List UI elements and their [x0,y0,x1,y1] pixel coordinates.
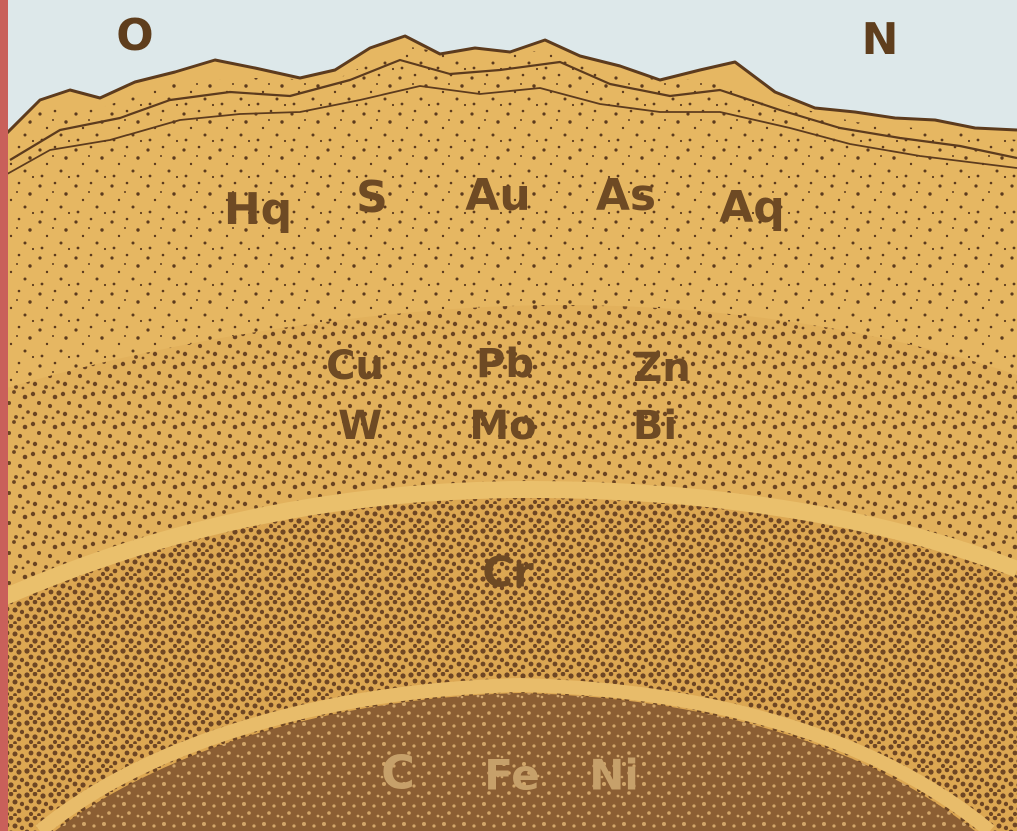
core-element-label: C [381,746,415,800]
lower-mantle-element-label: Cr [482,548,534,597]
crust-element-label: Hq [224,184,292,235]
upper-mantle-element-label: W [338,403,382,449]
upper-mantle-element-label: Pb [476,341,534,387]
crust-element-label: As [596,170,656,221]
upper-mantle-element-label: Bi [633,403,677,449]
crust-element-label: S [356,172,388,223]
page-left-edge [0,0,8,831]
crust-element-label: Au [465,170,530,221]
lower-mantle-element-labels: Cr [482,548,534,597]
upper-mantle-element-label: Cu [326,343,384,389]
sky-label-left: O [116,10,153,61]
core-element-label: Fe [484,751,539,800]
sky-label-right: N [862,14,899,65]
core-element-label: Ni [589,751,639,800]
upper-mantle-element-label: Zn [633,345,690,391]
crust-element-label: Aq [719,182,785,233]
upper-mantle-element-label: Mo [469,403,536,449]
